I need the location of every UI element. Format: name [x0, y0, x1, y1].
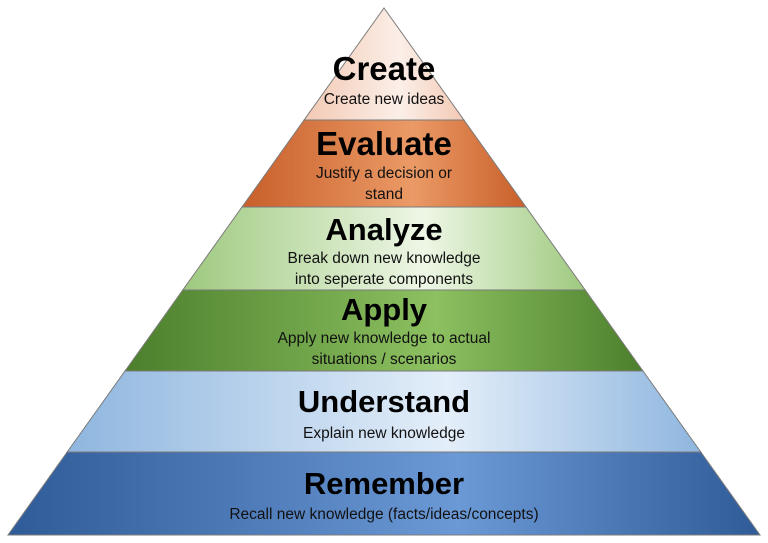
level-title: Evaluate [316, 125, 452, 162]
level-title: Understand [298, 384, 470, 419]
level-description: Create new ideas [324, 91, 445, 108]
level-title: Analyze [325, 212, 442, 247]
pyramid-level-remember [7, 451, 761, 536]
level-title: Create [333, 50, 436, 87]
level-description: into seperate components [295, 271, 474, 288]
level-description: situations / scenarios [312, 351, 457, 368]
level-title: Remember [304, 466, 464, 501]
level-description: Explain new knowledge [303, 425, 465, 442]
level-description: Justify a decision or [316, 165, 452, 182]
level-title: Apply [341, 292, 428, 327]
level-description: Break down new knowledge [287, 250, 480, 267]
level-description: stand [365, 186, 403, 203]
level-description: Recall new knowledge (facts/ideas/concep… [229, 506, 538, 523]
level-description: Apply new knowledge to actual [278, 330, 491, 347]
